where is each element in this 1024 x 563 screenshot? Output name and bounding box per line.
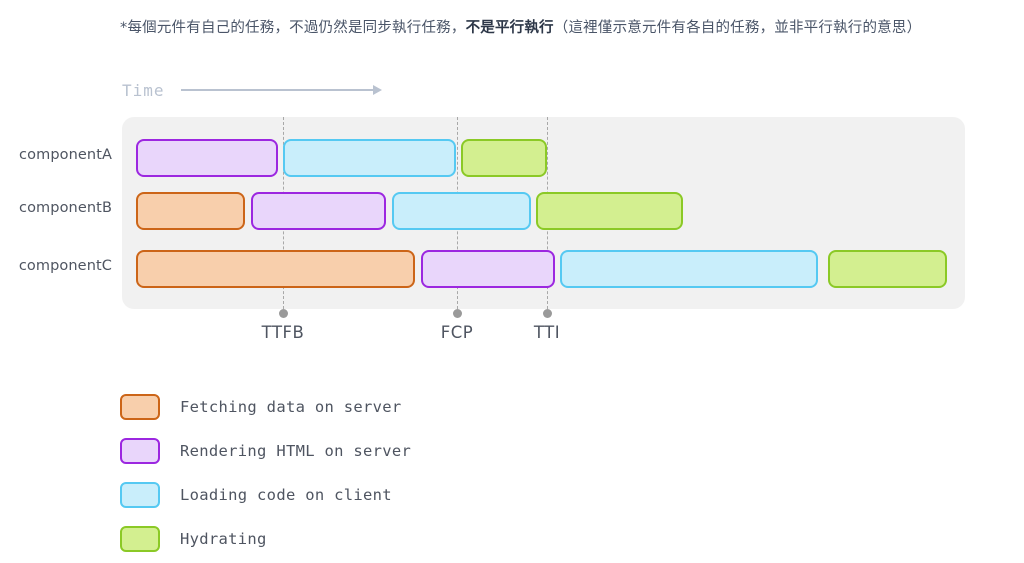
marker-dot-icon [542,309,552,318]
legend-label-hydrate: Hydrating [180,530,267,548]
bar-componentA-load[interactable] [283,139,456,177]
row-label-column: componentA componentB componentC [0,117,112,309]
legend-swatch-fetch [120,394,160,420]
caption-emphasis: 不是平行執行 [465,20,554,36]
marker-label-fcp: FCP [440,323,474,342]
bar-componentA-render[interactable] [136,139,278,177]
timeline-chart [122,117,965,309]
legend-label-load: Loading code on client [180,486,392,504]
bar-componentB-hydrate[interactable] [536,192,683,230]
row-label-componentC: componentC [18,258,112,274]
legend-item-fetch[interactable]: Fetching data on server [120,385,411,429]
marker-label-ttfb: TTFB [261,323,305,342]
bar-componentA-hydrate[interactable] [461,139,547,177]
bar-componentB-render[interactable] [251,192,386,230]
bar-componentB-load[interactable] [392,192,531,230]
marker-dot-icon [278,309,288,318]
timeline-row-componentC [122,250,965,288]
timeline-row-componentB [122,192,965,230]
diagram-caption: *每個元件有自己的任務，不過仍然是同步執行任務，不是平行執行（這裡僅示意元件有各… [120,18,1020,40]
caption-suffix: （這裡僅示意元件有各自的任務，並非平行執行的意思） [553,20,922,36]
legend-label-fetch: Fetching data on server [180,398,402,416]
time-arrow-icon [180,85,382,95]
legend-item-hydrate[interactable]: Hydrating [120,517,411,561]
bar-componentC-fetch[interactable] [136,250,415,288]
bar-componentC-render[interactable] [421,250,555,288]
bar-componentC-hydrate[interactable] [828,250,947,288]
legend-swatch-hydrate [120,526,160,552]
legend-item-load[interactable]: Loading code on client [120,473,411,517]
legend-item-render[interactable]: Rendering HTML on server [120,429,411,473]
marker-label-tti: TTI [533,323,561,342]
marker-dot-icon [452,309,462,318]
row-label-componentA: componentA [19,147,112,163]
row-label-componentB: componentB [19,200,112,216]
timeline-row-componentA [122,139,965,177]
bar-componentB-fetch[interactable] [136,192,245,230]
legend-label-render: Rendering HTML on server [180,442,412,460]
time-axis: Time [122,76,382,104]
legend-swatch-load [120,482,160,508]
time-axis-label: Time [122,80,165,100]
caption-prefix: *每個元件有自己的任務，不過仍然是同步執行任務， [120,20,466,36]
legend-swatch-render [120,438,160,464]
bar-componentC-load[interactable] [560,250,818,288]
